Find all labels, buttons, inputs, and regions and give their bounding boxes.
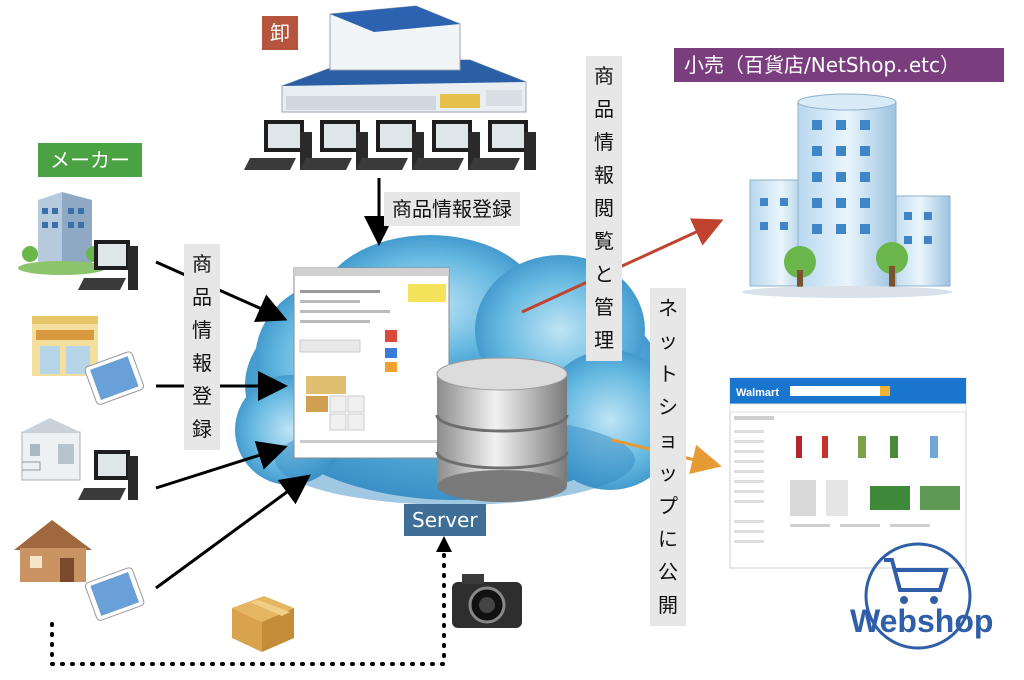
char: 情 [594,130,614,154]
char: 情 [192,318,212,342]
char: ョ [658,428,678,452]
walmart-logo-text: Walmart [736,387,779,399]
arrow-factory-to-server [155,440,288,490]
char: 商 [192,252,212,276]
char: ッ [658,461,678,485]
char: 登 [192,384,212,408]
char: 理 [594,328,614,352]
tablet-icon [84,567,145,621]
char: 覧 [594,229,614,253]
browse-manage-label: 商 品 情 報 閲 覧 と 管 理 [586,56,622,361]
webshop-logo-text: Webshop [850,603,993,639]
char: ッ [658,329,678,353]
char: 管 [594,295,614,319]
char: 商 [594,64,614,88]
publish-label: ネ ッ ト シ ョ ッ プ に 公 開 [650,288,686,626]
char: 閲 [594,196,614,220]
factory-icon [21,418,81,481]
char: と [594,262,614,286]
warehouse-icon [281,5,527,113]
camera-icon [452,574,522,628]
computer-icon [412,120,480,170]
char: シ [658,395,678,419]
arrow-house-to-server [155,474,311,590]
computer-icon [356,120,424,170]
server-tag: Server [404,504,486,536]
computer-icon [244,120,312,170]
office-building-icon [18,192,106,275]
char: 録 [192,417,212,441]
char: プ [658,494,678,518]
register-left-label: 商 品 情 報 登 録 [184,244,220,450]
char: 報 [192,351,212,375]
tablet-icon [84,351,145,405]
computer-icon [468,120,536,170]
char: 報 [594,163,614,187]
char: に [658,527,678,551]
computer-icon [78,240,138,290]
maker-tag: メーカー [38,143,142,177]
app-screenshot-icon [293,267,450,459]
char: 公 [658,560,678,584]
wholesaler-tag: 卸 [262,16,298,50]
dotted-arrow-head [436,536,452,552]
skyscraper-icon [742,93,952,298]
computer-icon [78,450,138,500]
retail-tag: 小売（百貨店/NetShop..etc） [674,48,1004,82]
box-icon [232,596,294,652]
char: ネ [658,296,678,320]
computer-icon [300,120,368,170]
computer-row-icon [244,120,536,170]
char: ト [658,362,678,386]
char: 品 [594,97,614,121]
webshop-page-icon [729,377,967,569]
register-top-label: 商品情報登録 [384,192,520,226]
house-icon [14,520,92,582]
char: 品 [192,285,212,309]
database-icon [435,357,569,502]
cart-icon [864,542,972,650]
dotted-upload-path [50,546,446,666]
char: 開 [658,593,678,617]
